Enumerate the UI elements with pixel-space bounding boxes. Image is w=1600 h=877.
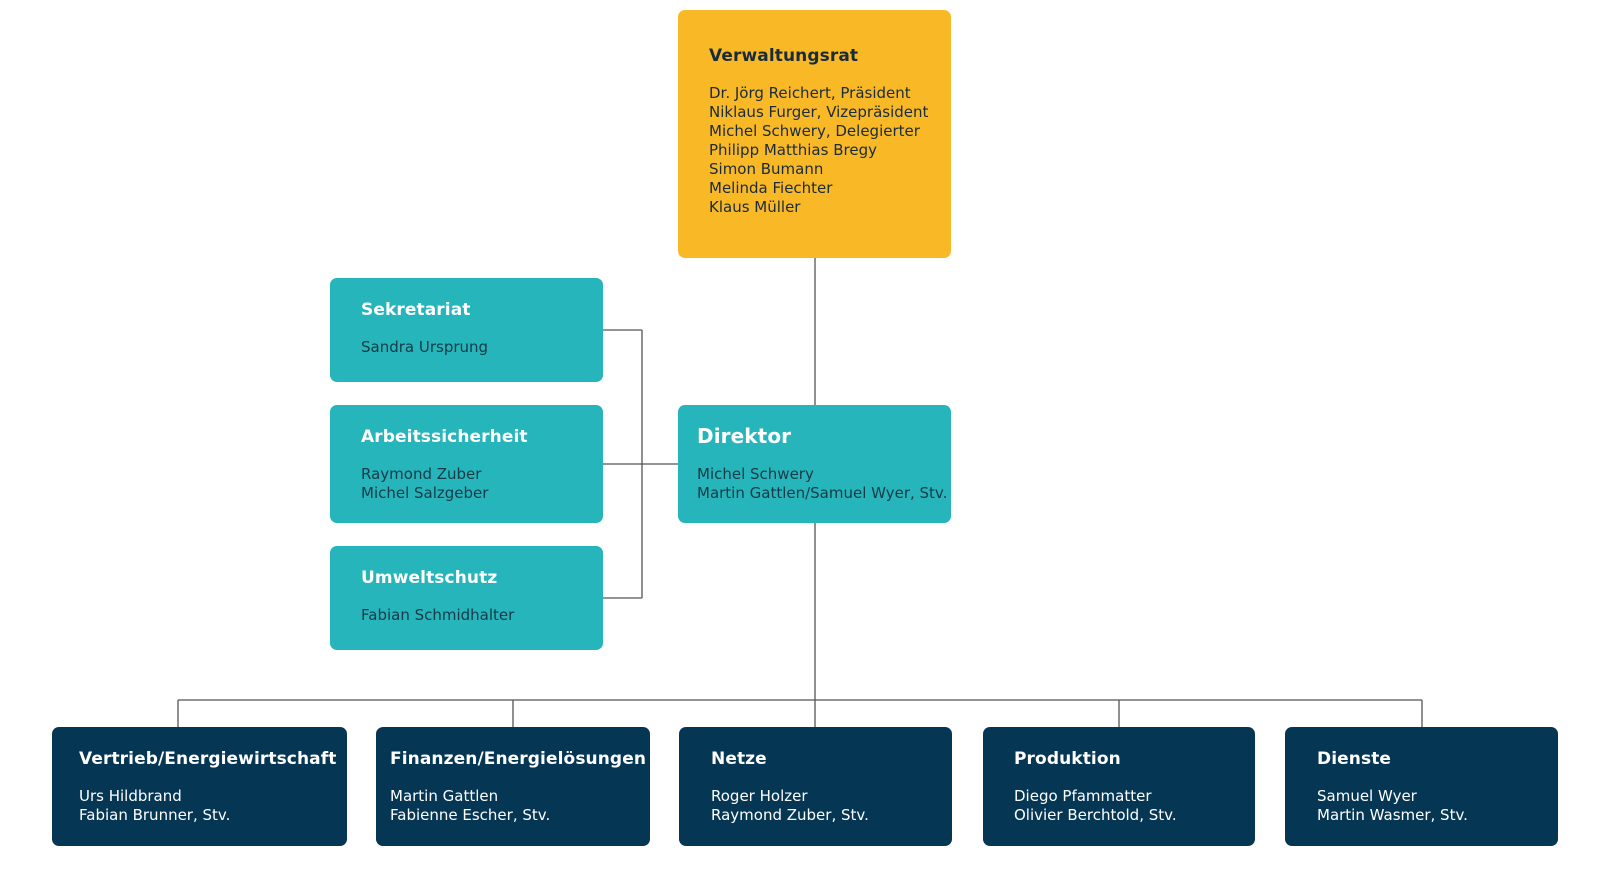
staff-people: Fabian Schmidhalter bbox=[361, 606, 603, 625]
board-member: Simon Bumann bbox=[709, 160, 824, 178]
staff-box-umweltschutz: Umweltschutz Fabian Schmidhalter bbox=[330, 546, 603, 650]
staff-box-arbeitssicherheit: Arbeitssicherheit Raymond Zuber Michel S… bbox=[330, 405, 603, 523]
staff-title: Arbeitssicherheit bbox=[361, 427, 528, 447]
department-people: Diego Pfammatter Olivier Berchtold, Stv. bbox=[1014, 787, 1255, 825]
director-person: Martin Gattlen/Samuel Wyer, Stv. bbox=[697, 484, 948, 502]
staff-title: Umweltschutz bbox=[361, 568, 498, 588]
board-member: Melinda Fiechter bbox=[709, 179, 833, 197]
board-members: Dr. Jörg Reichert, Präsident Niklaus Fur… bbox=[709, 84, 951, 217]
board-title: Verwaltungsrat bbox=[709, 46, 859, 66]
director-people: Michel Schwery Martin Gattlen/Samuel Wye… bbox=[697, 465, 951, 503]
department-person: Martin Wasmer, Stv. bbox=[1317, 806, 1468, 824]
department-people: Roger Holzer Raymond Zuber, Stv. bbox=[711, 787, 952, 825]
staff-people: Raymond Zuber Michel Salzgeber bbox=[361, 465, 603, 503]
staff-title: Sekretariat bbox=[361, 300, 471, 320]
board-member: Klaus Müller bbox=[709, 198, 801, 216]
department-people: Samuel Wyer Martin Wasmer, Stv. bbox=[1317, 787, 1558, 825]
department-person: Urs Hildbrand bbox=[79, 787, 182, 805]
staff-person: Fabian Schmidhalter bbox=[361, 606, 515, 624]
department-people: Martin Gattlen Fabienne Escher, Stv. bbox=[390, 787, 650, 825]
department-box-finanzen: Finanzen/Energielösungen Martin Gattlen … bbox=[376, 727, 650, 846]
department-title: Vertrieb/Energiewirtschaft bbox=[79, 749, 337, 769]
board-member: Niklaus Furger, Vizepräsident bbox=[709, 103, 929, 121]
staff-people: Sandra Ursprung bbox=[361, 338, 603, 357]
department-box-vertrieb: Vertrieb/Energiewirtschaft Urs Hildbrand… bbox=[52, 727, 347, 846]
department-person: Samuel Wyer bbox=[1317, 787, 1417, 805]
staff-box-sekretariat: Sekretariat Sandra Ursprung bbox=[330, 278, 603, 382]
department-title: Finanzen/Energielösungen bbox=[390, 749, 647, 769]
department-person: Raymond Zuber, Stv. bbox=[711, 806, 869, 824]
department-person: Fabian Brunner, Stv. bbox=[79, 806, 231, 824]
staff-person: Raymond Zuber bbox=[361, 465, 482, 483]
department-person: Diego Pfammatter bbox=[1014, 787, 1152, 805]
department-person: Martin Gattlen bbox=[390, 787, 499, 805]
department-title: Dienste bbox=[1317, 749, 1392, 769]
department-title: Produktion bbox=[1014, 749, 1121, 769]
board-member: Michel Schwery, Delegierter bbox=[709, 122, 920, 140]
department-title: Netze bbox=[711, 749, 767, 769]
department-box-dienste: Dienste Samuel Wyer Martin Wasmer, Stv. bbox=[1285, 727, 1558, 846]
department-people: Urs Hildbrand Fabian Brunner, Stv. bbox=[79, 787, 347, 825]
department-person: Olivier Berchtold, Stv. bbox=[1014, 806, 1177, 824]
staff-person: Michel Salzgeber bbox=[361, 484, 489, 502]
staff-person: Sandra Ursprung bbox=[361, 338, 489, 356]
department-box-produktion: Produktion Diego Pfammatter Olivier Berc… bbox=[983, 727, 1255, 846]
director-box: Direktor Michel Schwery Martin Gattlen/S… bbox=[678, 405, 951, 523]
department-person: Fabienne Escher, Stv. bbox=[390, 806, 551, 824]
department-person: Roger Holzer bbox=[711, 787, 808, 805]
director-person: Michel Schwery bbox=[697, 465, 814, 483]
board-box: Verwaltungsrat Dr. Jörg Reichert, Präsid… bbox=[678, 10, 951, 258]
director-title: Direktor bbox=[697, 424, 792, 448]
department-box-netze: Netze Roger Holzer Raymond Zuber, Stv. bbox=[679, 727, 952, 846]
board-member: Philipp Matthias Bregy bbox=[709, 141, 877, 159]
board-member: Dr. Jörg Reichert, Präsident bbox=[709, 84, 911, 102]
